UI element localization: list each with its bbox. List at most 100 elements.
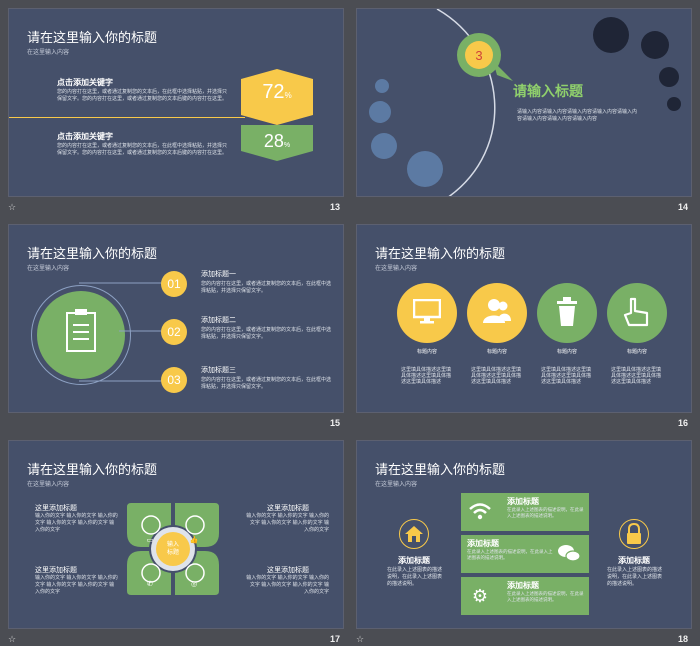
box-body: 在此录入上述图表的描述说明，在此录入上述图表的描述说明。	[467, 549, 553, 560]
chat-bubbles-icon	[558, 545, 581, 562]
feature-label: 标题内容	[626, 349, 647, 355]
connector-lines	[79, 282, 169, 382]
item-heading: 点击添加关键字	[57, 78, 113, 87]
badge-tail	[493, 61, 513, 81]
bubble	[371, 133, 397, 159]
box-body: 在此录入上述图表的描述说明，在此录入上述图表的描述说明。	[507, 507, 584, 518]
box-body: 在此录入上述图表的描述说明，在此录入上述图表的描述说明。	[507, 591, 584, 602]
bubble	[407, 151, 443, 187]
step-body: 您的内容打在这里，或者通过复制您的文本后，在此框中选择粘贴，并选择只保留文字。	[201, 377, 332, 390]
step-heading: 添加标题一	[201, 271, 236, 278]
slide-subtitle: 在这里输入内容	[27, 50, 70, 56]
box-heading: 添加标题	[507, 581, 539, 590]
phone-icon: ✆	[147, 581, 153, 588]
item-heading: 这里添加标题	[267, 567, 309, 574]
item-body: 输入你的文字 输入你的文字 输入你的文字 输入你的文字 输入你的文字 输入你的文…	[35, 575, 118, 595]
side-body: 在此录入上述图表的描述说明，在此录入上述图表的描述说明。	[387, 567, 443, 587]
feature-box: 添加标题 在此录入上述图表的描述说明，在此录入上述图表的描述说明。	[461, 535, 589, 573]
slide-number: 18	[677, 634, 688, 644]
slide-number: 15	[329, 418, 340, 428]
feature-body: 这里填具体描述这里填具体描述这里填具体描述这里填具体描述	[471, 367, 522, 385]
feature-label: 标题内容	[486, 349, 507, 355]
slide-number: 17	[329, 634, 340, 644]
bubble-dark	[593, 17, 629, 53]
box-heading: 添加标题	[507, 497, 539, 506]
item-heading: 这里添加标题	[35, 567, 77, 574]
gear-icon: ⚙	[471, 585, 489, 606]
slide-number: 14	[677, 202, 688, 212]
slide-footer: 14	[356, 200, 692, 216]
slide-footer: ☆ 18	[356, 632, 692, 646]
slide-subtitle: 在这里输入内容	[27, 482, 70, 488]
slide-thumbnail-15[interactable]: 请在这里输入你的标题 在这里输入内容 01 添加标题一 您的内容打在这里，或者通…	[8, 224, 344, 413]
slide-number: 13	[329, 202, 340, 212]
slide-thumbnail-13[interactable]: 请在这里输入你的标题 在这里输入内容 点击添加关键字 您的内容打在这里，或者通过…	[8, 8, 344, 197]
monitor-icon	[413, 299, 441, 324]
slide-title: 请在这里输入你的标题	[27, 246, 158, 261]
step-heading: 添加标题三	[201, 367, 236, 374]
bubble	[375, 79, 389, 93]
lock-icon	[627, 523, 641, 544]
value-hexagon-green	[241, 125, 313, 161]
slide-title: 请在这里输入你的标题	[27, 462, 158, 477]
item-heading: 点击添加关键字	[57, 132, 113, 141]
divider-line	[9, 117, 245, 118]
slide-footer: ☆ 17	[8, 632, 344, 646]
slide-thumbnail-16[interactable]: 请在这里输入你的标题 在这里输入内容 标题内容 这里填具体描述这里填具体描述这里…	[356, 224, 692, 413]
home-icon	[405, 526, 423, 542]
slide-subtitle: 在这里输入内容	[375, 482, 418, 488]
feature-body: 这里填具体描述这里填具体描述这里填具体描述这里填具体描述	[611, 367, 662, 385]
star-icon[interactable]: ☆	[8, 634, 17, 644]
feature-box: ⚙ 添加标题 在此录入上述图表的描述说明，在此录入上述图表的描述说明。	[461, 577, 589, 615]
slide-body: 请输入内容请输入内容请输入内容请输入内容请输入内容请输入内容请输入内容请输入内容	[517, 109, 638, 122]
feature-circle-green	[607, 283, 667, 343]
star-icon[interactable]: ☆	[356, 634, 365, 644]
step-number: 01	[161, 271, 187, 297]
chat-icon: ◎	[190, 581, 198, 588]
step-body: 您的内容打在这里，或者通过复制您的文本后，在此框中选择粘贴，并选择只保留文字。	[201, 281, 332, 294]
slide-heading: 请输入标题	[513, 83, 583, 99]
trash-icon	[557, 297, 577, 326]
slide-footer: 15	[8, 416, 344, 432]
step-body: 您的内容打在这里，或者通过复制您的文本后，在此框中选择粘贴，并选择只保留文字。	[201, 327, 332, 340]
bubble-dark	[641, 31, 669, 59]
badge-number: 3	[465, 41, 493, 69]
feature-circle-yellow	[467, 283, 527, 343]
item-heading: 这里添加标题	[267, 505, 309, 512]
feature-label: 标题内容	[416, 349, 437, 355]
slide-thumbnail-14[interactable]: 3 请输入标题 请输入内容请输入内容请输入内容请输入内容请输入内容请输入内容请输…	[356, 8, 692, 197]
item-body: 输入你的文字 输入你的文字 输入你的文字 输入你的文字 输入你的文字 输入你的文…	[246, 513, 329, 533]
side-heading: 添加标题	[398, 556, 430, 565]
clipboard-circle	[37, 291, 125, 379]
slide-thumbnail-18[interactable]: 请在这里输入你的标题 在这里输入内容 添加标题 在此录入上述图表的描述说明，在此…	[356, 440, 692, 629]
feature-label: 标题内容	[556, 349, 577, 355]
feature-circle-yellow	[397, 283, 457, 343]
slide-title: 请在这里输入你的标题	[27, 30, 158, 45]
step-number: 02	[161, 319, 187, 345]
percent-value: 28%	[263, 131, 291, 151]
feature-body: 这里填具体描述这里填具体描述这里填具体描述这里填具体描述	[541, 367, 592, 385]
clipboard-icon	[66, 309, 96, 352]
step-heading: 添加标题二	[201, 317, 236, 324]
item-body: 您的内容打在这里，或者通过复制您的文本后，在此框中选择粘贴，并选择只保留文字。您…	[57, 89, 228, 102]
bubble-dark	[667, 97, 681, 111]
step-number: 03	[161, 367, 187, 393]
item-heading: 这里添加标题	[35, 505, 77, 512]
side-heading: 添加标题	[618, 556, 650, 565]
slide-title: 请在这里输入你的标题	[375, 462, 506, 477]
feature-box: 添加标题 在此录入上述图表的描述说明，在此录入上述图表的描述说明。	[461, 493, 589, 531]
item-body: 输入你的文字 输入你的文字 输入你的文字 输入你的文字 输入你的文字 输入你的文…	[35, 513, 118, 533]
wifi-icon	[469, 503, 491, 520]
icon-ring	[619, 519, 649, 549]
slide-title: 请在这里输入你的标题	[375, 246, 506, 261]
pointer-icon	[623, 297, 649, 327]
item-body: 输入你的文字 输入你的文字 输入你的文字 输入你的文字 输入你的文字 输入你的文…	[246, 575, 329, 595]
thumbs-up-icon: 👍	[189, 537, 199, 544]
slide-subtitle: 在这里输入内容	[27, 266, 70, 272]
star-icon[interactable]: ☆	[8, 202, 17, 212]
users-icon	[483, 299, 511, 323]
folder-icon: ▭	[146, 537, 154, 544]
slide-thumbnail-17[interactable]: 请在这里输入你的标题 在这里输入内容 ▭ 👍 ✆ ◎ 输入 标题 这里添加标题 …	[8, 440, 344, 629]
petal-diagram	[127, 503, 219, 595]
